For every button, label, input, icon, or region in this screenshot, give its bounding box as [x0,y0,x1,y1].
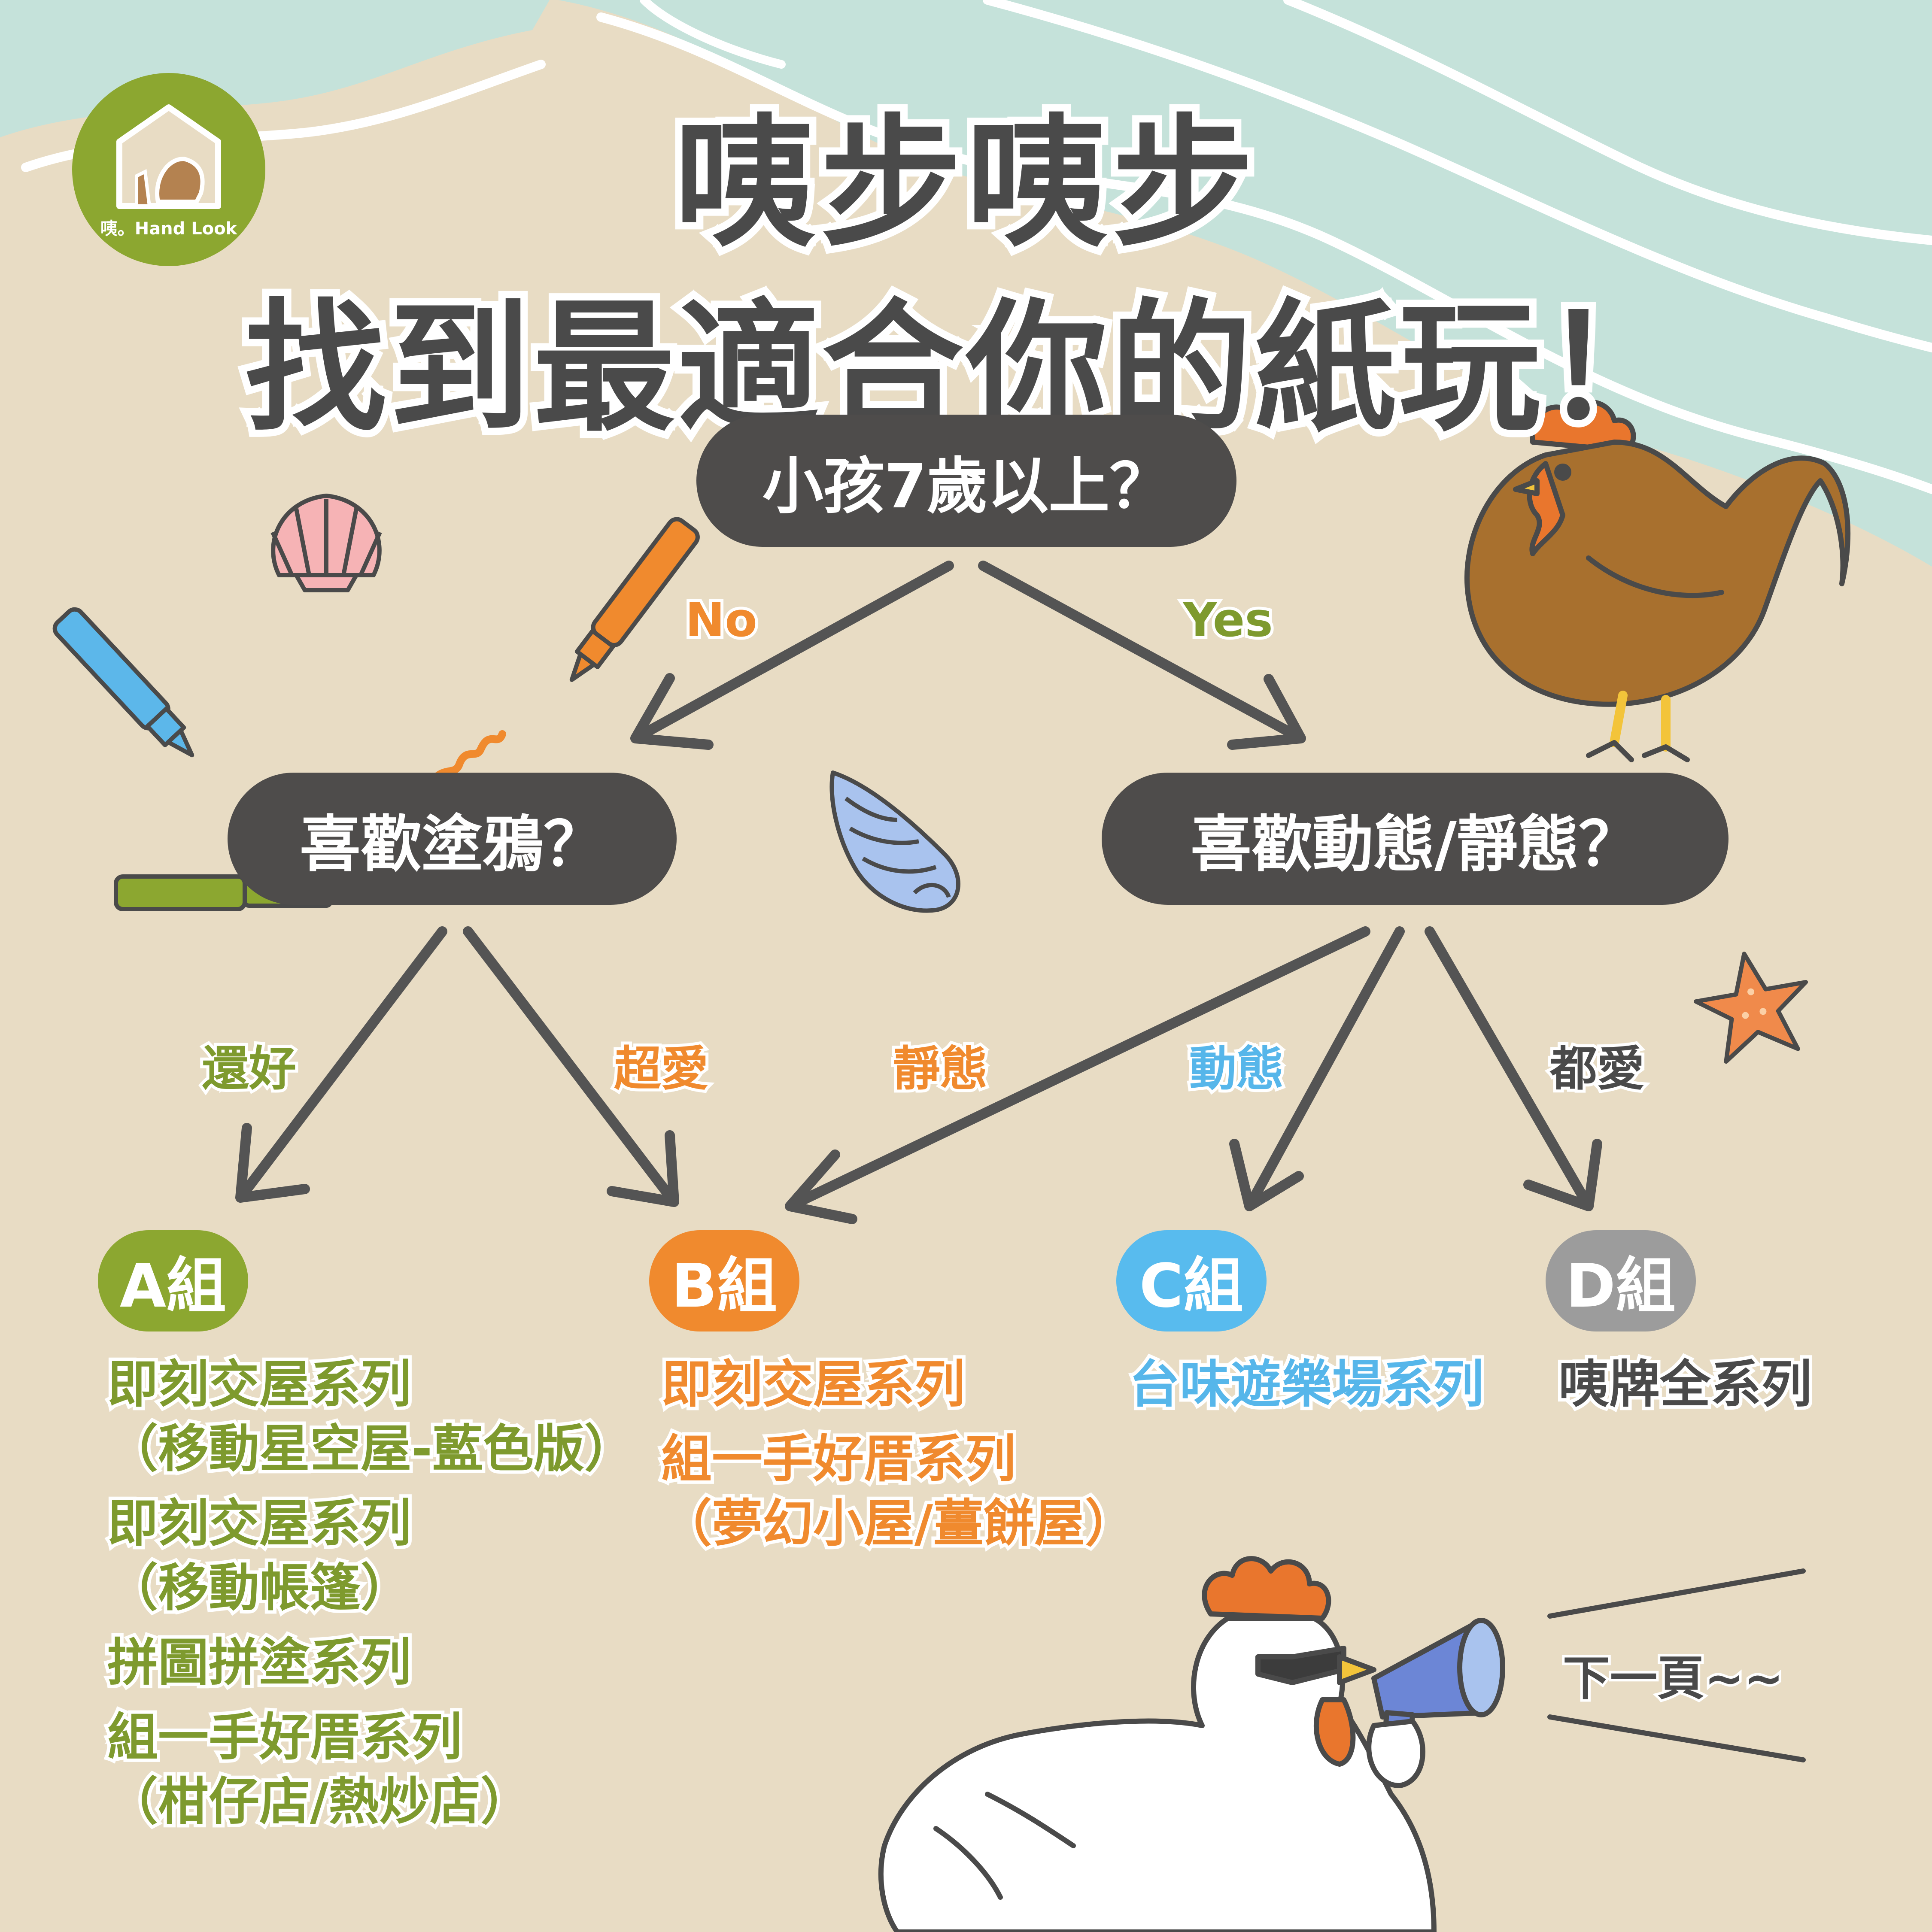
list-item: 即刻交屋系列 （移動帳篷） [104,1490,635,1621]
megaphone-icon [1366,1618,1505,1788]
branch-label-static: 靜態 [890,1038,990,1099]
arrow-dynamic [1229,926,1405,1211]
arrow-static [785,926,1370,1224]
group-d-badge: D組 [1546,1230,1696,1331]
list-item-line: （夢幻小屋/薑餅屋） [658,1490,1139,1556]
list-item-line: 即刻交屋系列 [104,1490,415,1556]
list-item: 組一手好厝系列 （夢幻小屋/薑餅屋） [658,1426,1139,1556]
next-page-label: 下一頁~~ [1560,1648,1786,1708]
orange-marker-icon [569,517,700,682]
orange-scribble [425,730,506,789]
wave-line [1283,0,1932,245]
arrow-ok [235,926,447,1203]
branch-label-yes: Yes [1180,589,1276,650]
branch-label-both: 都愛 [1547,1038,1647,1099]
branch-label-no: No [682,589,760,650]
blue-marker-icon [52,607,194,758]
wave-line [596,12,1932,494]
list-item: 拼圖拼塗系列 [104,1629,635,1695]
list-item-line: 組一手好厝系列 [658,1426,1019,1492]
group-a-list: 即刻交屋系列 （移動星空屋-藍色版） 即刻交屋系列 （移動帳篷） 拼圖拼塗系列 … [104,1351,638,1844]
group-a-badge: A組 [98,1230,248,1331]
list-item-line: 即刻交屋系列 [104,1351,415,1417]
list-item-line: 咦牌全系列 [1555,1351,1815,1417]
group-c-list: 台味遊樂場系列 [1126,1351,1487,1427]
group-b-badge: B組 [649,1230,799,1331]
branch-label-dynamic: 動態 [1186,1038,1287,1099]
branch-label-love: 超愛 [611,1038,711,1099]
arrow-yes [978,561,1306,750]
list-item-line: 台味遊樂場系列 [1126,1351,1487,1417]
branch-label-ok: 還好 [199,1038,299,1099]
white-rooster-icon [878,1556,1437,1932]
list-item-line: 拼圖拼塗系列 [104,1629,415,1695]
arrow-both [1425,926,1602,1211]
list-item-line: （柑仔店/熱炒店） [104,1768,535,1835]
question-age: 小孩7歲以上？ [696,415,1236,547]
list-item-line: （移動星空屋-藍色版） [104,1416,638,1482]
flow-arrows [235,561,1602,1224]
list-item: 組一手好厝系列 （柑仔店/熱炒店） [104,1704,635,1835]
speech-lines [1547,1568,1806,1762]
arrow-no [630,561,954,750]
question-dynamic-static: 喜歡動態/靜態？ [1102,773,1728,905]
logo-label: 咦。Hand Look [100,219,237,239]
list-item-line: 組一手好厝系列 [104,1704,465,1770]
page-title-line-1: 咦步咦步 [667,94,1261,273]
wave-line [983,0,1932,352]
starfish-icon [1694,951,1808,1064]
group-b-list: 即刻交屋系列 組一手好厝系列 （夢幻小屋/薑餅屋） [658,1351,1139,1566]
group-c-badge: C組 [1116,1230,1267,1331]
list-item: 咦牌全系列 [1555,1351,1815,1417]
list-item: 即刻交屋系列 （移動星空屋-藍色版） [104,1351,638,1482]
list-item: 台味遊樂場系列 [1126,1351,1487,1417]
brown-hen-icon [1464,399,1851,762]
arrow-love [463,926,679,1207]
wave-line [640,0,786,69]
list-item: 即刻交屋系列 [658,1351,1136,1417]
conch-shell-icon [829,770,960,913]
list-item-line: （移動帳篷） [104,1555,415,1621]
question-doodle: 喜歡塗鴉？ [228,773,677,905]
house-hand-logo-icon [116,104,221,209]
list-item-line: 即刻交屋系列 [658,1351,969,1417]
scallop-shell-icon [270,494,382,592]
brand-logo: 咦。Hand Look [72,73,265,266]
group-d-list: 咦牌全系列 [1555,1351,1815,1427]
